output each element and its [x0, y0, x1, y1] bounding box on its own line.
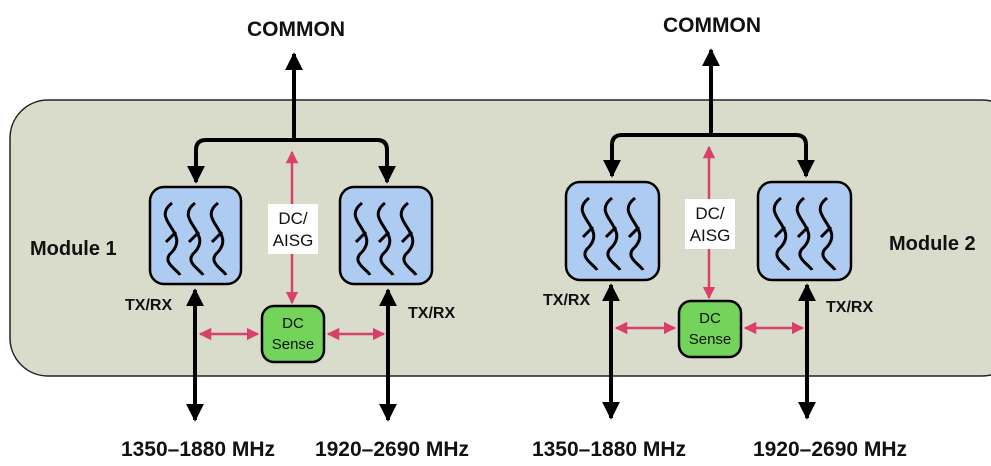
filter-right [756, 180, 853, 282]
filter-left-icon [163, 201, 228, 276]
txrx-right-label: TX/RX [826, 299, 873, 316]
dc-aisg-line-1: DC/ [278, 209, 308, 228]
txrx-left-label: TX/RX [543, 292, 590, 309]
splitter-line [194, 138, 396, 184]
freq-left-label: 1350–1880 MHz [121, 438, 275, 461]
dc-sense-line-2: Sense [689, 331, 732, 348]
filter-right-icon [772, 196, 837, 271]
freq-right-label: 1920–2690 MHz [753, 438, 907, 461]
module-panel [9, 99, 991, 377]
dc-sense-line-1: DC [699, 310, 721, 327]
dc-aisg-line-1: DC/ [695, 204, 725, 223]
filter-right [338, 185, 434, 286]
freq-left-label: 1350–1880 MHz [532, 438, 686, 461]
dc-sense-box [260, 304, 326, 364]
splitter-line [610, 133, 815, 178]
dc-sense-box [677, 299, 743, 359]
dc-aisg-line-2: AISG [273, 231, 314, 250]
dc-aisg-line-2: AISG [690, 226, 731, 245]
module-name: Module 1 [30, 238, 117, 260]
common-label: COMMON [247, 18, 345, 41]
filter-right-icon [353, 201, 418, 276]
filter-left-icon [580, 196, 645, 271]
dc-aisg-label-box [685, 199, 735, 249]
module-1: DC/ AISG DC Sense COMMON Module 1 TX/RX … [30, 18, 469, 461]
filter-left [148, 185, 243, 286]
filter-left [564, 180, 661, 282]
dc-sense-line-1: DC [282, 315, 304, 332]
txrx-right-label: TX/RX [408, 305, 455, 322]
dc-aisg-label-box [268, 204, 318, 254]
module-2: DC/ AISG DC Sense COMMON Module 2 TX/RX … [532, 14, 976, 461]
dc-sense-line-2: Sense [272, 336, 315, 353]
txrx-left-label: TX/RX [125, 297, 172, 314]
module-name: Module 2 [889, 233, 976, 255]
common-label: COMMON [663, 14, 761, 37]
freq-right-label: 1920–2690 MHz [315, 438, 469, 461]
